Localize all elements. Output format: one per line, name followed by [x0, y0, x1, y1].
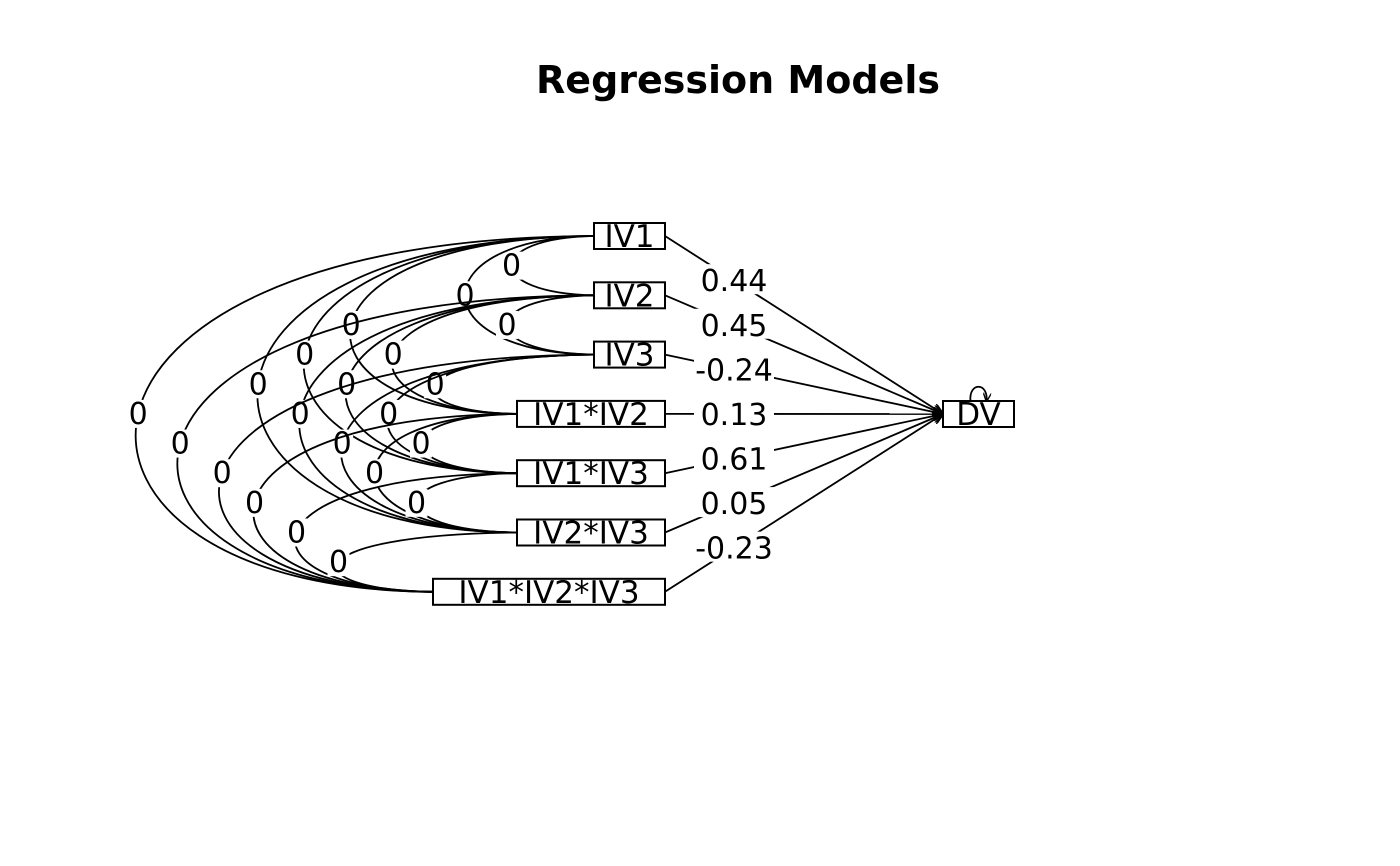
- covariance-label-background: [327, 548, 350, 577]
- covariance-label-iv1-iv1-iv2-iv3: 0: [129, 397, 148, 432]
- node-iv1-iv3: IV1*IV3: [516, 456, 666, 492]
- node-label: IV1*IV3: [533, 456, 649, 492]
- covariance-label-iv1-iv1-iv2: 0: [342, 308, 361, 343]
- coefficient-label-iv1-iv2-iv3: -0.23: [695, 532, 773, 567]
- node-label: IV1*IV2*IV3: [458, 575, 639, 611]
- coefficient-label-background: [694, 442, 774, 473]
- covariance-label-background: [340, 310, 363, 339]
- covariance-label-iv2-iv1-iv3: 0: [337, 367, 356, 402]
- node-iv2: IV2: [593, 278, 666, 314]
- covariance-label-background: [500, 251, 523, 280]
- covariance-label-background: [285, 518, 308, 547]
- covariance-label-iv1-iv2-iv1-iv2-iv3: 0: [245, 486, 264, 521]
- covariance-label-background: [410, 429, 432, 458]
- covariance-label-background: [382, 340, 405, 369]
- node-label: IV2: [604, 278, 654, 314]
- node-box: [593, 222, 666, 250]
- covariance-label-iv2-iv3: 0: [497, 308, 516, 343]
- node-box: [942, 400, 1015, 428]
- covariance-label-background: [363, 459, 386, 488]
- covariance-label-background: [247, 370, 270, 399]
- covariance-label-background: [331, 429, 354, 458]
- covariance-label-iv3-iv1-iv2-iv3: 0: [213, 456, 232, 491]
- covariance-label-iv3-iv1-iv2: 0: [426, 367, 445, 402]
- coefficient-label-background: [694, 531, 774, 562]
- covariance-label-iv1-iv2-iv3: 0: [249, 367, 268, 402]
- residual-variance-loop: [970, 385, 986, 401]
- node-box: [516, 399, 666, 428]
- covariance-label-background: [211, 459, 234, 488]
- node-label: IV1: [604, 219, 654, 255]
- covariance-label-iv3-iv2-iv3: 0: [333, 427, 352, 462]
- diagram-title: Regression Models: [536, 58, 940, 102]
- coefficient-label-background: [694, 397, 774, 428]
- node-iv1-iv2-iv3: IV1*IV2*IV3: [432, 575, 666, 611]
- covariance-label-iv1-iv3: 0: [455, 278, 474, 313]
- covariance-label-background: [169, 429, 192, 458]
- covariance-label-background: [293, 340, 316, 369]
- covariance-label-iv3-iv1-iv3: 0: [379, 397, 398, 432]
- node-iv1-iv2: IV1*IV2: [516, 397, 666, 433]
- covariance-label-background: [243, 488, 266, 517]
- covariance-label-background: [424, 370, 447, 399]
- coefficient-label-background: [694, 308, 774, 339]
- covariance-label-background: [335, 370, 358, 399]
- covariance-label-iv1-iv1-iv3: 0: [295, 338, 314, 373]
- coefficient-label-background: [694, 264, 774, 295]
- covariance-path-iv2-iv3: [506, 294, 595, 356]
- coefficient-label-iv2-iv3: 0.05: [701, 487, 768, 522]
- node-iv2-iv3: IV2*IV3: [516, 516, 666, 552]
- covariance-label-iv1-iv2-iv2-iv3: 0: [365, 456, 384, 491]
- covariance-label-iv2-iv3-iv1-iv2-iv3: 0: [329, 545, 348, 580]
- covariance-label-iv2-iv1-iv2-iv3: 0: [171, 427, 190, 462]
- node-label: IV3: [604, 338, 654, 374]
- node-dv: DV: [942, 397, 1015, 433]
- node-iv1: IV1: [593, 219, 666, 255]
- node-box: [593, 340, 666, 369]
- node-box: [516, 459, 666, 488]
- variable-nodes: IV1IV2IV3IV1*IV2IV1*IV3IV2*IV3IV1*IV2*IV…: [432, 219, 1015, 611]
- covariance-path-iv1-iv2-iv1-iv2-iv3: [252, 413, 518, 593]
- node-box: [516, 518, 666, 547]
- regression-path-iv1-iv2-iv3: [664, 414, 943, 593]
- coefficient-label-iv1: 0.44: [701, 264, 768, 299]
- covariance-label-iv1-iv3-iv1-iv2-iv3: 0: [287, 516, 306, 551]
- covariance-label-background: [496, 310, 518, 339]
- covariance-label-iv1-iv2-iv1-iv3: 0: [411, 427, 430, 462]
- coefficient-label-iv1-iv3: 0.61: [701, 443, 768, 478]
- covariance-path-iv1-iv1-iv2: [349, 235, 595, 415]
- covariance-paths: [127, 235, 595, 593]
- node-label: IV1*IV2: [533, 397, 649, 433]
- covariance-label-background: [127, 399, 150, 428]
- node-box: [593, 281, 666, 310]
- covariance-label-background: [377, 399, 400, 428]
- covariance-label-iv1-iv3-iv2-iv3: 0: [407, 486, 426, 521]
- covariance-label-iv1-iv2: 0: [502, 249, 521, 284]
- node-label: DV: [956, 397, 1001, 433]
- covariance-label-iv2-iv2-iv3: 0: [291, 397, 310, 432]
- coefficient-label-background: [694, 353, 774, 384]
- coefficient-label-iv3: -0.24: [695, 353, 773, 388]
- covariance-label-iv2-iv1-iv2: 0: [384, 338, 403, 373]
- coefficient-label-iv1-iv2: 0.13: [701, 398, 768, 433]
- node-iv3: IV3: [593, 338, 666, 374]
- covariance-label-background: [405, 488, 428, 517]
- node-label: IV2*IV3: [533, 516, 649, 552]
- coefficient-label-iv2: 0.45: [701, 309, 768, 344]
- node-box: [432, 577, 666, 606]
- coefficient-label-background: [694, 487, 774, 518]
